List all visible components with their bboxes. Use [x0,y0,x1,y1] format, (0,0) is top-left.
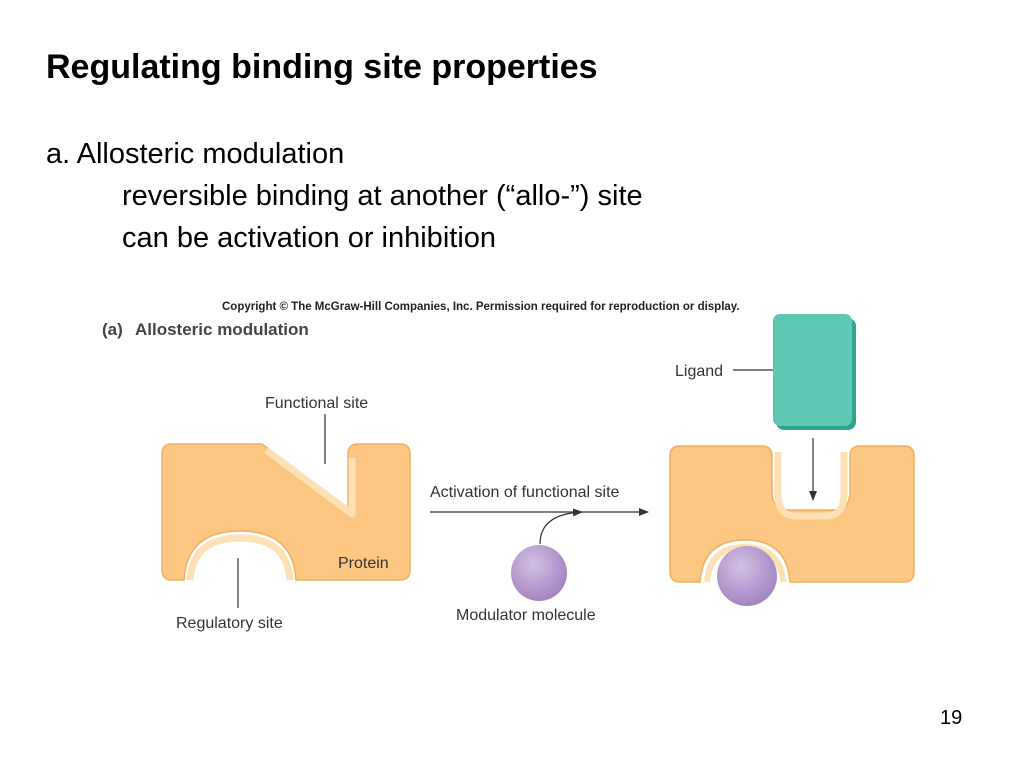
bullet-activation-inhibition: can be activation or inhibition [122,222,497,254]
functional-site-active-highlight [774,452,848,520]
copyright-notice: Copyright © The McGraw-Hill Companies, I… [222,301,740,313]
slide-number: 19 [940,707,963,729]
protein-label: Protein [338,555,389,572]
modulator-label: Modulator molecule [456,607,596,624]
activation-label: Activation of functional site [430,484,620,501]
panel-label: (a) [102,320,123,339]
regulatory-site-highlight [186,534,294,581]
ligand-label: Ligand [675,363,723,380]
modulator-molecule [511,545,567,601]
bullet-reversible-binding: reversible binding at another (“allo-”) … [122,180,643,212]
functional-site-inactive-highlight [263,447,356,518]
bound-modulator-molecule [717,546,777,606]
regulatory-site-label: Regulatory site [176,615,283,632]
protein-inactive [161,443,411,581]
panel-title: Allosteric modulation [135,320,309,339]
bullet-allosteric-modulation: a. Allosteric modulation [46,138,345,170]
modulator-curve-arrow [539,508,583,545]
functional-site-label: Functional site [265,395,368,412]
ligand [773,314,852,426]
protein-inactive-body [161,443,411,581]
protein-active [669,445,915,606]
slide-title: Regulating binding site properties [46,48,598,86]
